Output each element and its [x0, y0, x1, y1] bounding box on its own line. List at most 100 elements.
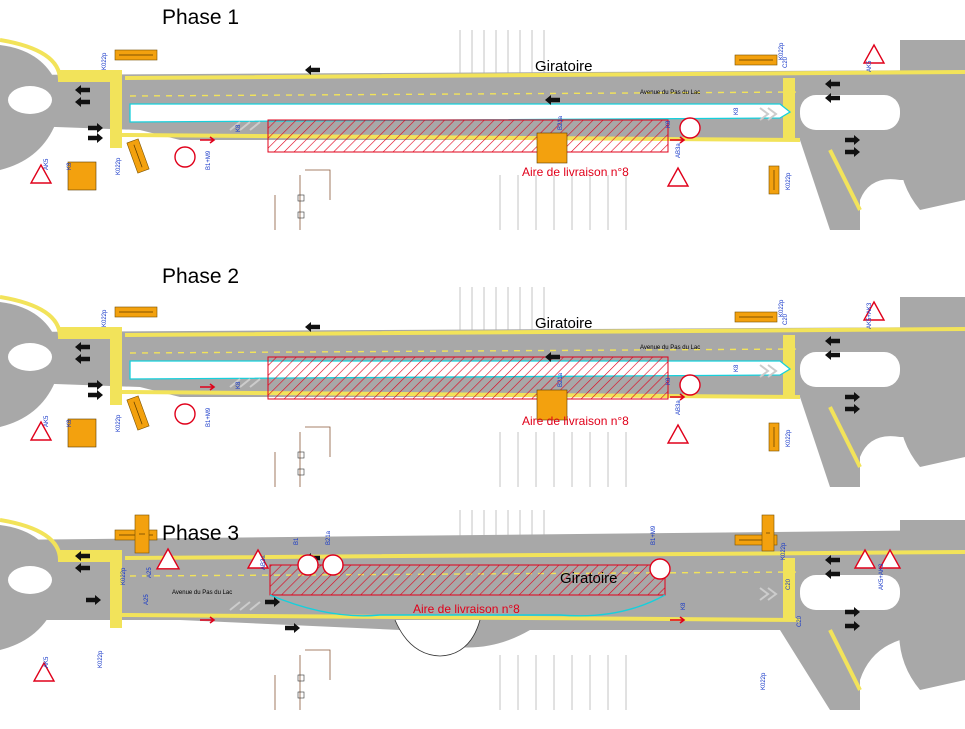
- prohibition-sign-icon: [174, 146, 196, 168]
- lane-arrow-right: [265, 597, 280, 607]
- giratoire-label: Giratoire: [560, 570, 618, 587]
- small-box: [297, 691, 305, 699]
- lane-arrow-right: [845, 621, 860, 631]
- centre-line: [129, 91, 801, 97]
- building-outline: [274, 649, 331, 710]
- sign-code-label: K8: [666, 120, 672, 128]
- sign-code-label: K022p: [102, 52, 108, 70]
- crossing-band: [110, 78, 122, 148]
- lane-arrow-right: [845, 607, 860, 617]
- lane-arrow-left: [75, 354, 90, 364]
- crossing-band: [783, 558, 795, 618]
- sign-code-label: K022p: [786, 429, 792, 447]
- sign-code-label: K022p: [761, 672, 767, 690]
- sign-code-label: A25: [144, 594, 150, 605]
- lane-arrow-left: [75, 97, 90, 107]
- lane-arrow-left: [75, 85, 90, 95]
- lane-arrow-left: [825, 569, 840, 579]
- sign-code-label: K022p: [779, 299, 785, 317]
- lane-arrow-right: [88, 390, 103, 400]
- cadastral-lines: [274, 30, 627, 230]
- warning-sign-icon: [32, 661, 56, 682]
- sign-code-label: AK5: [44, 158, 50, 170]
- giratoire-label: Giratoire: [535, 58, 593, 75]
- small-box: [297, 451, 305, 459]
- sign-code-label: B1+M9: [206, 150, 212, 170]
- road-edge-marking: [119, 390, 862, 468]
- sign-code-label: C20: [797, 615, 803, 627]
- lane-arrow-left: [75, 342, 90, 352]
- chevron-marking: [759, 587, 778, 601]
- phase-title: Phase 3: [162, 522, 239, 545]
- delivery-zone-hatch: [267, 119, 669, 153]
- chevron-marking: [229, 121, 261, 131]
- sign-code-label: K8: [734, 364, 740, 372]
- crossing-band: [110, 335, 122, 405]
- kerb-bulge: [394, 619, 481, 657]
- sign-code-label: B21a: [558, 115, 564, 130]
- street-label: Avenue du Pas du Lac: [172, 590, 232, 596]
- sign-code-label: K8: [666, 377, 672, 385]
- small-box: [297, 674, 305, 682]
- sign-code-label: K022p: [116, 157, 122, 175]
- roundabout-left-island: [8, 566, 52, 594]
- lane-arrow-right: [845, 147, 860, 157]
- lane-arrow-right: [88, 123, 103, 133]
- sign-code-label: AK5: [44, 656, 50, 668]
- sign-code-label: K8: [67, 419, 73, 427]
- centre-line: [129, 571, 801, 577]
- sign-code-label: AK5: [867, 60, 873, 72]
- sign-code-label: AB3a: [261, 555, 267, 570]
- lane-arrow-right: [845, 404, 860, 414]
- sign-code-label: K022p: [98, 650, 104, 668]
- lane-arrow-right: [86, 595, 101, 605]
- roundabout-right: [899, 297, 965, 467]
- crossing-band: [58, 70, 122, 82]
- lane-arrow-left: [825, 350, 840, 360]
- lane-arrow-left: [75, 551, 90, 561]
- small-box: [297, 468, 305, 476]
- sign-code-label: B21a: [558, 372, 564, 387]
- prohibition-sign-icon: [174, 403, 196, 425]
- warning-sign-icon: [155, 547, 181, 570]
- crossing-band: [110, 558, 122, 628]
- sign-text-line: [133, 144, 143, 168]
- road-edge-marking: [119, 613, 862, 691]
- sign-code-label: B1: [294, 537, 300, 545]
- prohibition-sign-icon: [297, 554, 319, 576]
- lane-arrow-left: [545, 95, 560, 105]
- centre-line: [129, 348, 801, 354]
- warning-sign-icon: [666, 166, 690, 187]
- sign-code-label: K022p: [781, 542, 787, 560]
- sign-code-label: K8: [681, 602, 687, 610]
- roundabout-right: [899, 40, 965, 210]
- red-direction-arrow: [200, 616, 216, 624]
- warning-sign-icon: [853, 548, 877, 569]
- small-box: [297, 194, 305, 202]
- chevron-marking: [229, 601, 261, 611]
- warning-sign-icon: [666, 423, 690, 444]
- sign-code-label: AB3a: [676, 143, 682, 158]
- lane-arrow-left: [825, 555, 840, 565]
- chevron-marking: [759, 107, 778, 121]
- roundabout-left-island: [8, 343, 52, 371]
- lane-arrow-left: [75, 563, 90, 573]
- street-label: Avenue du Pas du Lac: [640, 345, 700, 351]
- sign-code-label: C20: [786, 578, 792, 590]
- cadastral-lines: [274, 287, 627, 487]
- sign-code-label: AK5+AK3: [879, 563, 885, 590]
- delivery-zone-label: Aire de livraison n°8: [522, 165, 629, 179]
- lane-shift-sign-icon: [536, 132, 568, 164]
- lane-arrow-right: [88, 133, 103, 143]
- lane-arrow-left: [825, 93, 840, 103]
- sign-code-label: K022p: [102, 309, 108, 327]
- prohibition-sign-icon: [649, 558, 671, 580]
- delivery-zone-label: Aire de livraison n°8: [413, 602, 520, 616]
- sign-code-label: K8: [734, 107, 740, 115]
- lane-arrow-left: [305, 65, 320, 75]
- sign-code-label: AK5+AK3: [867, 302, 873, 329]
- prohibition-sign-icon: [679, 374, 701, 396]
- sign-code-label: B1+M9: [651, 525, 657, 545]
- sign-code-label: K8: [67, 162, 73, 170]
